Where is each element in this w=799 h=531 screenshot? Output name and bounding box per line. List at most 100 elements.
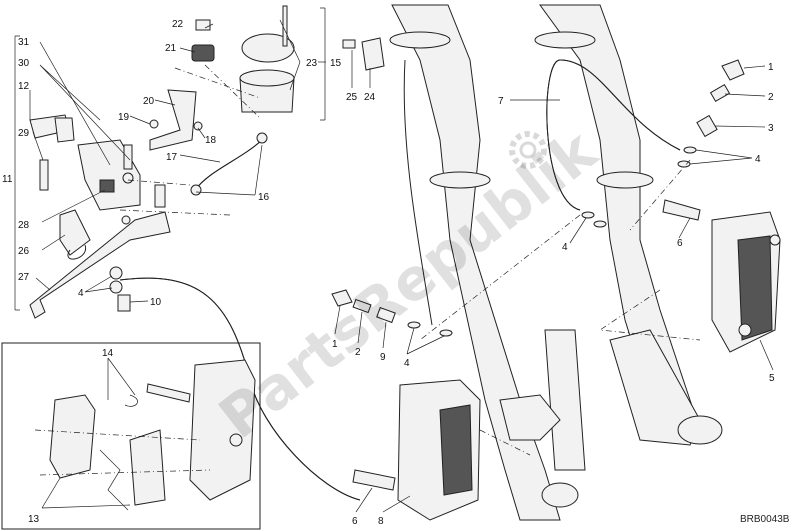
assembly-line (598, 289, 701, 341)
callout-2: 2 (768, 92, 774, 103)
callout-11: 11 (2, 174, 13, 185)
leader (382, 321, 387, 349)
reservoir-cap-screw (195, 19, 211, 31)
caliper-bleed (769, 234, 781, 246)
leader (107, 357, 136, 400)
rubber-grommet (191, 44, 215, 62)
reservoir-rim (239, 69, 295, 87)
master-cylinder-group (14, 5, 361, 501)
sealing-washer (581, 211, 595, 219)
lever-pivot-bolt (154, 184, 166, 208)
leader (39, 41, 111, 166)
callout-26: 26 (18, 246, 30, 257)
fork-clamp-ring (389, 31, 451, 49)
leader (714, 125, 766, 128)
reservoir-bolt (282, 5, 288, 47)
assembly-line (34, 429, 201, 441)
bracket-screw (149, 119, 159, 129)
union-fitting (376, 306, 396, 324)
leader (355, 487, 373, 513)
callout-25: 25 (346, 92, 358, 103)
banjo-bolt (117, 294, 131, 312)
leader (39, 64, 131, 161)
inset-frame (1, 342, 261, 530)
callout-17: 17 (166, 152, 178, 163)
callout-8: 8 (378, 516, 384, 527)
banjo-washer (109, 280, 123, 294)
axle-boss (541, 482, 579, 508)
callout-19: 19 (118, 112, 130, 123)
leader (689, 149, 753, 165)
bleed-valve (709, 83, 731, 103)
leader (678, 217, 691, 239)
brake-light-switch (59, 209, 91, 256)
caliper-pad-window (737, 235, 773, 341)
leader (204, 23, 214, 29)
bleed-screw (123, 144, 133, 170)
callout-10: 10 (150, 297, 162, 308)
front-fork (389, 4, 723, 521)
callout-31: 31 (18, 37, 30, 48)
left-caliper-mount (544, 329, 586, 471)
caliper-mount-hole (738, 323, 752, 337)
pivot-washer (122, 172, 134, 184)
hose-clamp (190, 184, 202, 196)
union-fitting (696, 114, 718, 138)
leader (32, 131, 44, 161)
watermark-gear-icon (509, 131, 547, 169)
leader (279, 19, 301, 91)
caliper-inset-body (189, 359, 256, 501)
pivot-stud (39, 159, 49, 191)
leader (406, 327, 445, 355)
callout-2: 2 (355, 347, 361, 358)
bleed-valve (352, 298, 372, 314)
caliper-pad-window (439, 404, 473, 496)
caliper-hose-fill (546, 59, 681, 211)
callout-4: 4 (404, 358, 410, 369)
callout-5: 5 (769, 373, 775, 384)
right-brake-caliper (711, 211, 781, 353)
caliper-bolt (662, 199, 701, 221)
leader (724, 93, 766, 97)
assembly-line (127, 179, 191, 186)
hose-clamp (256, 132, 268, 144)
callout-4: 4 (562, 242, 568, 253)
hose-guide (361, 37, 385, 71)
banjo-washer (109, 266, 123, 280)
brake-line (403, 59, 433, 326)
pad-pin (146, 383, 191, 403)
assembly-line (119, 209, 231, 216)
reservoir-bracket (149, 89, 197, 151)
drawing-code: BRB0043B (740, 514, 790, 525)
callout-9: 9 (380, 352, 386, 363)
guide-screw (342, 39, 356, 49)
assembly-line (419, 214, 581, 341)
callout-16: 16 (258, 192, 270, 203)
assembly-line (629, 159, 691, 231)
callout-4: 4 (755, 154, 761, 165)
callout-4: 4 (78, 288, 84, 299)
leader (179, 47, 196, 53)
callout-14: 14 (102, 348, 114, 359)
callout-1: 1 (768, 62, 774, 73)
callout-21: 21 (165, 43, 177, 54)
callout-numbers: 1 2 3 4 6 7 4 5 22 21 23 15 25 24 31 30 … (2, 19, 775, 527)
callout-3: 3 (768, 123, 774, 134)
piston-boot (99, 179, 115, 193)
callout-20: 20 (143, 96, 155, 107)
lower-brake-caliper (352, 379, 481, 521)
leader (743, 65, 766, 69)
callout-29: 29 (18, 128, 30, 139)
leader (129, 300, 149, 303)
reservoir-cap (241, 33, 295, 63)
leader (357, 311, 363, 344)
callout-22: 22 (172, 19, 184, 30)
leader (154, 99, 176, 106)
retaining-clip (124, 394, 138, 407)
brake-pad-inset (1, 342, 261, 530)
fork-seal-ring (596, 171, 654, 189)
group-bracket-right-ends (320, 7, 325, 121)
assembly-line (174, 67, 261, 99)
